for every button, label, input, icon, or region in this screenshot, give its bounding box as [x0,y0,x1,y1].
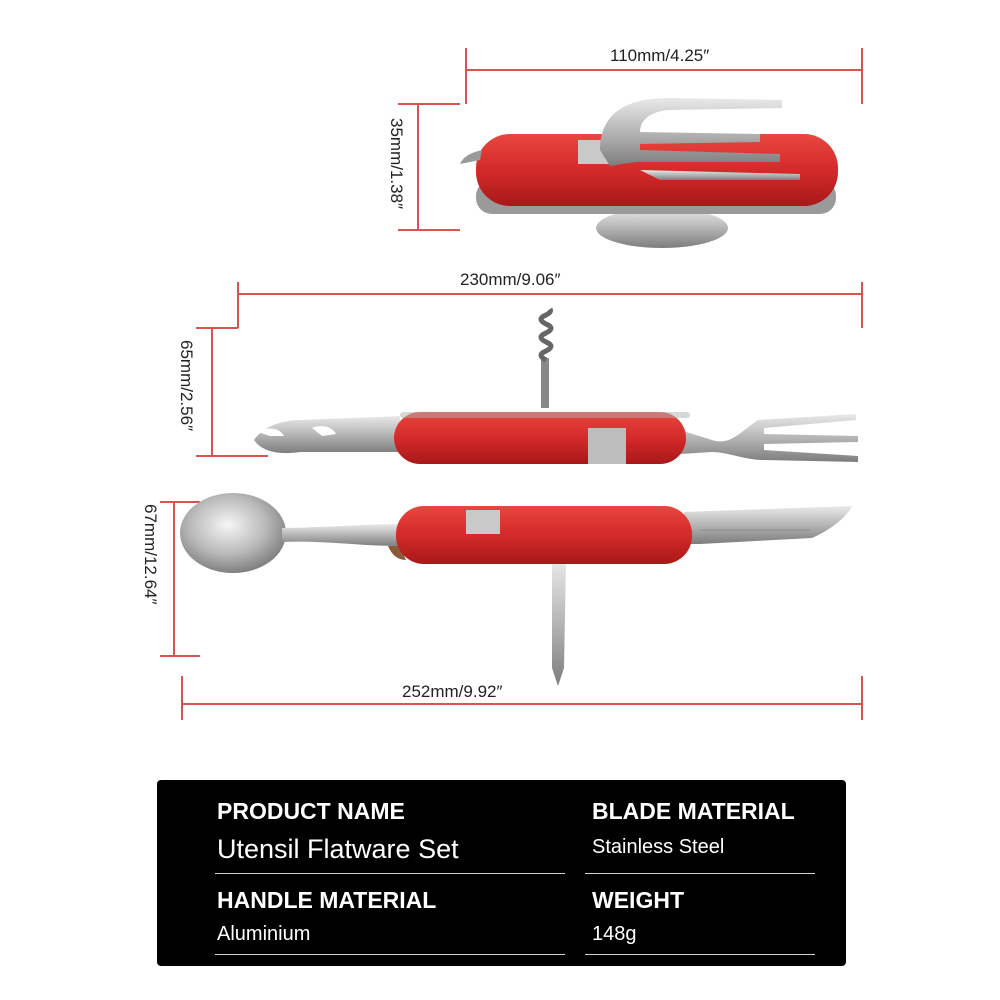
spec-panel: PRODUCT NAME Utensil Flatware Set BLADE … [157,780,846,966]
folded-multitool [460,98,838,248]
product-name-label: PRODUCT NAME [217,798,405,824]
fork-height-label: 65mm/2.56″ [177,340,196,432]
handle-material-value: Aluminium [217,923,311,945]
spec-divider-right [585,873,815,874]
spoon-width-label: 252mm/9.92″ [402,682,503,701]
fork-multitool [254,307,858,464]
weight-value: 148g [592,923,637,945]
top-width-label: 110mm/4.25″ [610,46,710,65]
fork-width-label: 230mm/9.06″ [460,270,561,289]
spoon-multitool [180,493,852,686]
weight-label: WEIGHT [592,887,684,913]
handle-material-label: HANDLE MATERIAL [217,887,437,913]
spec-divider-bottom-right [585,954,815,955]
top-height-label: 35mm/1.38″ [387,118,406,210]
spoon-height-label: 67mm/12.64″ [141,504,160,605]
blade-material-label: BLADE MATERIAL [592,798,795,824]
spec-divider-bottom-left [215,954,565,955]
product-name-value: Utensil Flatware Set [217,834,459,864]
dimension-lines [160,48,863,720]
spec-divider-left [215,873,565,874]
blade-material-value: Stainless Steel [592,836,725,858]
